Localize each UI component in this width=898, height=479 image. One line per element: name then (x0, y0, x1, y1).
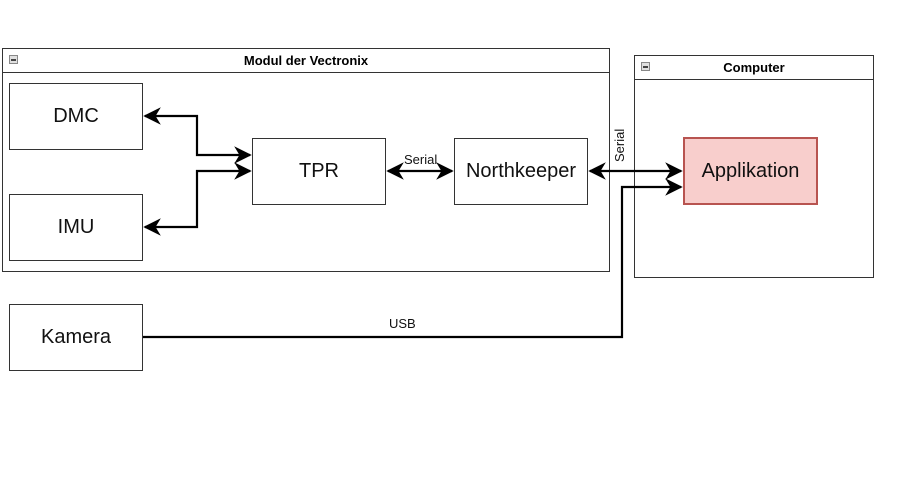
edge-imu-tpr[interactable] (143, 162, 252, 236)
edge-label-usb: USB (389, 316, 416, 331)
edge-dmc-tpr[interactable] (143, 107, 252, 164)
node-tpr[interactable]: TPR (252, 138, 386, 205)
collapse-icon[interactable] (641, 62, 650, 71)
container-title: Modul der Vectronix (243, 53, 369, 68)
container-header (635, 56, 873, 80)
container-title: Computer (723, 60, 785, 75)
node-northkeeper[interactable]: Northkeeper (454, 138, 588, 205)
node-dmc[interactable]: DMC (9, 83, 143, 150)
container-header (3, 49, 609, 73)
edge-label-serial-app: Serial (612, 128, 627, 162)
node-applikation[interactable]: Applikation (683, 137, 818, 205)
collapse-icon[interactable] (9, 55, 18, 64)
node-imu[interactable]: IMU (9, 194, 143, 261)
node-kamera[interactable]: Kamera (9, 304, 143, 371)
edge-kamera-applikation[interactable] (143, 178, 683, 339)
edge-label-serial-tpr: Serial (404, 152, 438, 167)
